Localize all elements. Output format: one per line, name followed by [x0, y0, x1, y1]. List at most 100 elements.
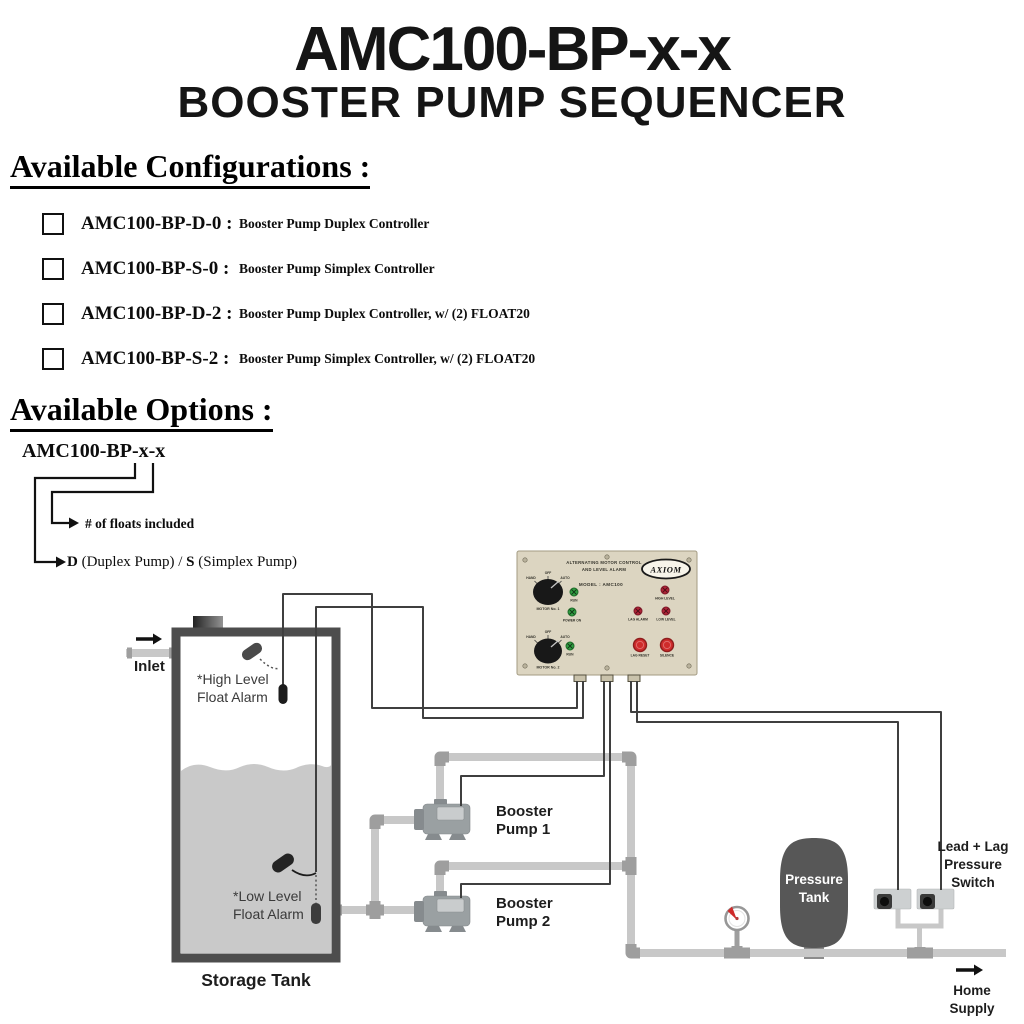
knob-motor-1: OFF HAND AUTO MOTOR No. 1: [526, 571, 570, 611]
switch-port-hole: [922, 896, 933, 907]
pump-cap: [414, 901, 424, 922]
inlet-label: Inlet: [134, 658, 165, 675]
pipe-elbow: [622, 751, 637, 766]
config-checkbox-3[interactable]: [42, 303, 64, 325]
high-float-wire: [282, 593, 578, 709]
pump-cap: [414, 809, 424, 830]
pump2-label: Booster: [496, 895, 553, 912]
config-description: Booster Pump Simplex Controller, w/ (2) …: [239, 351, 536, 366]
storage-tank: [171, 616, 341, 963]
low-float-label: *Low Level: [233, 888, 302, 904]
button-label: SILENCE: [660, 654, 675, 658]
brand-logo: [641, 558, 691, 580]
led-label: RUN: [570, 599, 578, 603]
config-checkbox-1[interactable]: [42, 213, 64, 235]
config-description: Booster Pump Simplex Controller: [239, 261, 435, 276]
knob-off-label: OFF: [545, 630, 552, 634]
button-silence: SILENCE: [659, 637, 675, 658]
pressure-switch-assembly: [873, 888, 955, 947]
booster-pump-2: [414, 891, 471, 932]
config-row: AMC100-BP-S-0 : Booster Pump Simplex Con…: [42, 258, 435, 280]
home-supply-label: Home: [953, 983, 991, 998]
branch-line-floats: [50, 463, 155, 525]
high-level-float: [241, 642, 288, 704]
inlet-arrow-icon: [136, 633, 162, 645]
led-low-level: LOW LEVEL: [656, 606, 676, 622]
booster-pump-1: [414, 799, 471, 840]
panel-header: ALTERNATING MOTOR CONTROL: [566, 560, 642, 565]
pump-plate: [436, 898, 465, 913]
led-high-level: HIGH LEVEL: [655, 585, 675, 601]
pipe-elbow: [369, 814, 384, 829]
pump-plate: [436, 806, 465, 821]
page-title: AMC100-BP-x-x: [294, 15, 732, 84]
duplex-text: (Duplex Pump) /: [77, 554, 187, 570]
system-diagram: Pressure Tank ALTERNATING MOTOR: [126, 550, 1009, 1016]
float-tipped: [241, 642, 263, 661]
knob-pointer: [550, 640, 559, 648]
knob-motor-2: OFF HAND AUTO MOTOR No. 2: [526, 630, 570, 670]
float-cord: [291, 869, 317, 877]
terminal-tab-1: [573, 674, 587, 682]
high-float-label: *High Level: [197, 671, 269, 687]
pressure-tank-label: Tank: [799, 890, 830, 905]
low-float-wire: [315, 606, 584, 872]
pipe-tee: [366, 901, 384, 919]
knob-auto-label: AUTO: [560, 576, 570, 580]
gauge-pivot: [735, 916, 739, 921]
config-part-number: AMC100-BP-S-0 :: [81, 258, 230, 279]
branch-line-pump-type: [33, 463, 137, 564]
option-pump-type-label: D (Duplex Pump) / S (Simplex Pump): [67, 554, 297, 571]
knob-hand-label: HAND: [526, 635, 536, 639]
knob-dial: [534, 638, 562, 664]
gauge-ring: [728, 910, 746, 927]
switch-port-hole: [879, 896, 890, 907]
pump2-wire: [460, 681, 611, 898]
switch-manifold: [895, 907, 944, 947]
pipe-elbow: [434, 860, 449, 875]
knob-pointer: [550, 581, 559, 589]
led-run-2: RUN: [565, 641, 575, 657]
pressure-switch-label: Switch: [951, 875, 995, 890]
float-tipped: [272, 853, 294, 873]
config-checkbox-2[interactable]: [42, 258, 64, 280]
led-label: LAG ALARM: [628, 618, 648, 622]
pressure-switch-wire-1: [636, 681, 899, 890]
panel-screws: [522, 554, 692, 671]
pump2-label: Pump 2: [496, 913, 550, 930]
config-checkbox-4[interactable]: [42, 348, 64, 370]
storage-tank-label: Storage Tank: [201, 970, 311, 990]
arrow-icon: [56, 556, 66, 568]
pump1-wire: [460, 681, 605, 806]
config-part-number: AMC100-BP-D-0 :: [81, 213, 233, 234]
configurations-heading: Available Configurations :: [10, 148, 371, 189]
config-description: Booster Pump Duplex Controller: [239, 216, 430, 231]
config-part-number: AMC100-BP-S-2 :: [81, 348, 230, 369]
simplex-text: (Simplex Pump): [194, 554, 298, 570]
pump-feet: [425, 926, 466, 932]
simplex-code: S: [186, 554, 195, 570]
control-panel: ALTERNATING MOTOR CONTROL AND LEVEL ALAR…: [516, 550, 698, 682]
knob-hand-label: HAND: [526, 576, 536, 580]
home-supply-label: Supply: [949, 1001, 994, 1016]
terminal-tab-3: [627, 674, 641, 682]
panel-model: MODEL : AMC100: [579, 582, 623, 587]
led-label: HIGH LEVEL: [655, 597, 675, 601]
led-label: POWER ON: [563, 619, 582, 623]
pressure-gauge: [724, 905, 750, 948]
pressure-switch-label: Lead + Lag: [938, 839, 1009, 854]
config-row: AMC100-BP-D-2 : Booster Pump Duplex Cont…: [42, 303, 530, 325]
pipe-tee: [622, 857, 637, 875]
tank-water: [181, 764, 331, 953]
tank-cap: [193, 616, 223, 629]
pipe-elbow: [434, 751, 449, 766]
knob-off-label: OFF: [545, 571, 552, 575]
float-body: [311, 903, 321, 924]
config-part-number: AMC100-BP-D-2 :: [81, 303, 233, 324]
options-heading: Available Options :: [10, 391, 273, 432]
pump-feet: [425, 834, 466, 840]
pressure-tank-label: Pressure: [785, 872, 843, 887]
led-run-1: RUN: [569, 587, 579, 603]
knob-motor-label: MOTOR No. 2: [536, 666, 559, 670]
